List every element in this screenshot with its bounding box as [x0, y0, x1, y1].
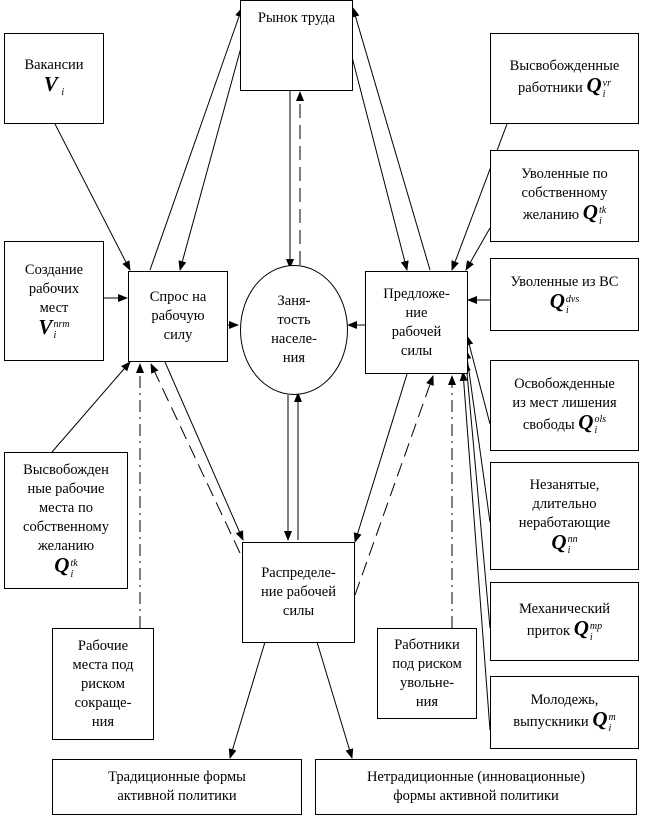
arrow-distribution-to-traditional [228, 641, 266, 759]
node-traditional-line1: Традиционные формы [108, 769, 246, 785]
node-labor-market-label: Рынок труда [257, 10, 336, 26]
arrow-demand-to-market [149, 7, 243, 271]
node-jobs-risk-line4: сокраще- [74, 694, 132, 711]
node-unemployed-line1: Незанятые, [529, 476, 600, 493]
node-jobs-at-risk: Рабочие места под риском сокраще- ния [52, 628, 154, 740]
node-job-creation-line1: Создание [24, 261, 84, 278]
node-labor-supply-line1: Предложе- [383, 285, 450, 302]
node-employment-line2: тость [277, 312, 311, 328]
node-vacancies-label: Вакансии [24, 56, 84, 73]
node-job-creation-line2: рабочих [28, 280, 80, 297]
node-workers-risk-line2: под риском [392, 655, 462, 672]
arrow-mechanical-to-supply [462, 361, 491, 629]
node-released-jobs-line2: ные рабочие [27, 481, 105, 498]
node-labor-supply-line2: ние [405, 304, 428, 321]
node-jobs-risk-line5: ния [91, 713, 115, 730]
node-employment: Заня- тость населе- ния [240, 265, 348, 395]
arrow-unemployed-to-supply [463, 349, 491, 523]
arrow-released-workers-to-supply [451, 123, 508, 271]
arrow-supply-to-market [351, 7, 431, 271]
node-nontraditional-line1: Нетрадиционные (инновационные) [366, 769, 586, 785]
node-released-jobs-voluntary: Высвобожден ные рабочие места по собстве… [4, 452, 128, 589]
node-jobs-risk-line3: риском [81, 675, 125, 692]
node-mechanical-line1: Механический [518, 601, 611, 618]
node-released-jobs-line4: собственному [23, 519, 109, 536]
node-distribution-line2: ние рабочей [260, 584, 336, 600]
node-employment-line3: населе- [271, 331, 317, 347]
node-released-prison-line2: из мест лишения [512, 394, 617, 411]
node-vacancies: Вакансии V i [4, 33, 104, 124]
node-labor-supply-line4: силы [400, 342, 433, 359]
arrow-distribution-to-nontraditional [316, 641, 354, 759]
node-employment-line4: ния [282, 350, 306, 366]
arrow-market-to-supply [342, 21, 409, 271]
arrow-demand-to-distribution [164, 361, 244, 541]
arrow-vacancies-to-demand [54, 123, 131, 271]
node-workers-risk-line1: Работники [394, 636, 460, 653]
arrow-voluntary-to-supply [465, 227, 491, 271]
node-released-jobs-line5: желанию [37, 538, 95, 555]
node-labor-demand-line2: рабочую [151, 308, 205, 324]
node-employment-line1: Заня- [277, 293, 311, 309]
node-labor-market: Рынок труда [240, 0, 353, 91]
arrow-distribution-to-demand-dashed [150, 363, 241, 554]
arrow-market-to-demand [178, 21, 249, 271]
node-workers-risk-line3: увольне- [400, 674, 454, 691]
node-unemployed-line2: длительно [532, 495, 597, 512]
node-voluntary-dismissed-line2: собственному [521, 185, 608, 202]
node-labor-demand-line3: силу [163, 327, 193, 343]
arrow-supply-to-distribution [353, 373, 408, 543]
node-distribution-line3: силы [282, 603, 315, 619]
node-released-prison-line1: Освобожденные [514, 375, 615, 392]
node-traditional-forms: Традиционные формы активной политики [52, 759, 302, 815]
node-released-workers-line1: Высвобожденные [509, 58, 620, 75]
node-jobs-risk-line1: Рабочие [77, 637, 129, 654]
arrow-released-jobs-to-demand [51, 361, 131, 453]
node-labor-demand-line1: Спрос на [149, 289, 207, 305]
node-nontraditional-line2: формы активной политики [393, 788, 559, 804]
node-army-dismissed-line1: Уволенные из ВС [510, 274, 619, 291]
node-labor-distribution: Распределе- ние рабочей силы [242, 542, 355, 643]
node-unemployed-line3: неработающие [518, 514, 611, 531]
node-voluntary-dismissed-line1: Уволенные по [521, 166, 608, 183]
arrow-distribution-to-supply-dashed [354, 375, 434, 596]
node-released-jobs-line1: Высвобожден [23, 462, 109, 479]
node-workers-risk-line4: ния [415, 693, 439, 710]
node-released-jobs-line3: места по [39, 500, 93, 517]
arrow-youth-to-supply [459, 371, 491, 731]
node-traditional-line2: активной политики [117, 788, 237, 804]
node-job-creation-line3: мест [39, 299, 69, 316]
node-youth-line1: Молодежь, [530, 692, 599, 709]
node-vacancies-symbol: V i [43, 71, 65, 98]
node-labor-demand: Спрос на рабочую силу [128, 271, 228, 362]
node-distribution-line1: Распределе- [261, 565, 336, 581]
node-jobs-risk-line2: места под [72, 656, 134, 673]
node-nontraditional-forms: Нетрадиционные (инновационные) формы акт… [315, 759, 637, 815]
node-labor-supply-line3: рабочей [391, 323, 442, 340]
node-workers-at-risk: Работники под риском увольне- ния [377, 628, 477, 719]
node-labor-supply: Предложе- ние рабочей силы [365, 271, 468, 374]
